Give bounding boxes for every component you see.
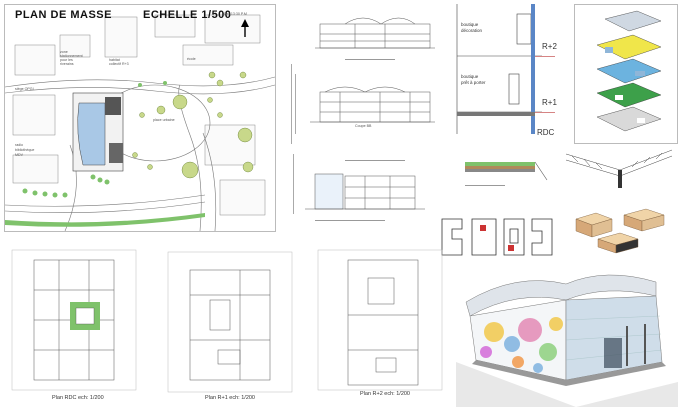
green-roof-detail-panel	[455, 150, 555, 195]
label-ecole: école	[187, 57, 196, 61]
site-plan-scale: ECHELLE 1/500	[143, 9, 232, 21]
label-siege: siège OPGI	[15, 87, 34, 91]
plan-rdc-caption: Plan RDC ech: 1/200	[52, 395, 104, 401]
label-collectif: collectif R+3	[109, 62, 129, 66]
sun-label: Avril 13:30 P.M	[223, 12, 247, 16]
section-caption: Coupe BB	[355, 124, 372, 128]
label-habitat: habitat	[109, 58, 120, 62]
plan-r1-panel: Plan R+1 ech: 1/200	[160, 240, 300, 405]
site-plan-panel: PLAN DE MASSE ECHELLE 1/500 Avril 13:30 …	[4, 4, 276, 232]
sections-panel: Coupe BB	[285, 4, 445, 229]
plan-r1-caption: Plan R+1 ech: 1/200	[205, 395, 255, 401]
site-plan-drawing	[5, 14, 275, 231]
label-riverains: riverains	[60, 62, 74, 66]
exploded-axo-panel	[574, 4, 678, 144]
level-rdc: RDC	[537, 128, 555, 137]
section-drawing-3	[305, 173, 425, 210]
label-place: place urbaine	[153, 118, 175, 122]
plan-diagrams-panel	[438, 215, 556, 260]
plan-rdc-panel: Plan RDC ech: 1/200	[4, 240, 144, 405]
label-zone: zone	[60, 50, 68, 54]
level-r1: R+1	[542, 98, 557, 107]
site-plan-title: PLAN DE MASSE	[15, 9, 112, 21]
north-arrow-icon	[241, 19, 249, 37]
section-drawing-2	[310, 86, 435, 123]
plan-r2-panel: Plan R+2 ech: 1/200	[310, 240, 450, 405]
label-boutique-deco: boutique	[461, 22, 479, 27]
label-radio: radio	[15, 143, 23, 147]
section-drawing-1	[315, 17, 435, 49]
label-pret-a-porter: prêt à porter	[461, 80, 486, 85]
section-detail-panel: boutique décoration boutique prêt à port…	[447, 4, 557, 144]
massing-models-panel	[568, 205, 676, 255]
label-bibliotheque: bibliothèque	[15, 148, 35, 152]
label-stationnement: stationnement	[60, 54, 83, 58]
label-mdv: MDV	[15, 153, 23, 157]
label-boutique-pap: boutique	[461, 74, 479, 79]
label-decoration: décoration	[461, 28, 483, 33]
level-r2: R+2	[542, 42, 557, 51]
plan-r2-caption: Plan R+2 ech: 1/200	[360, 391, 410, 397]
main-building-footprint	[72, 92, 124, 172]
perspective-render-panel	[456, 262, 678, 407]
roof-truss-detail-panel	[562, 140, 676, 190]
label-pour-les: pour les	[60, 58, 73, 62]
